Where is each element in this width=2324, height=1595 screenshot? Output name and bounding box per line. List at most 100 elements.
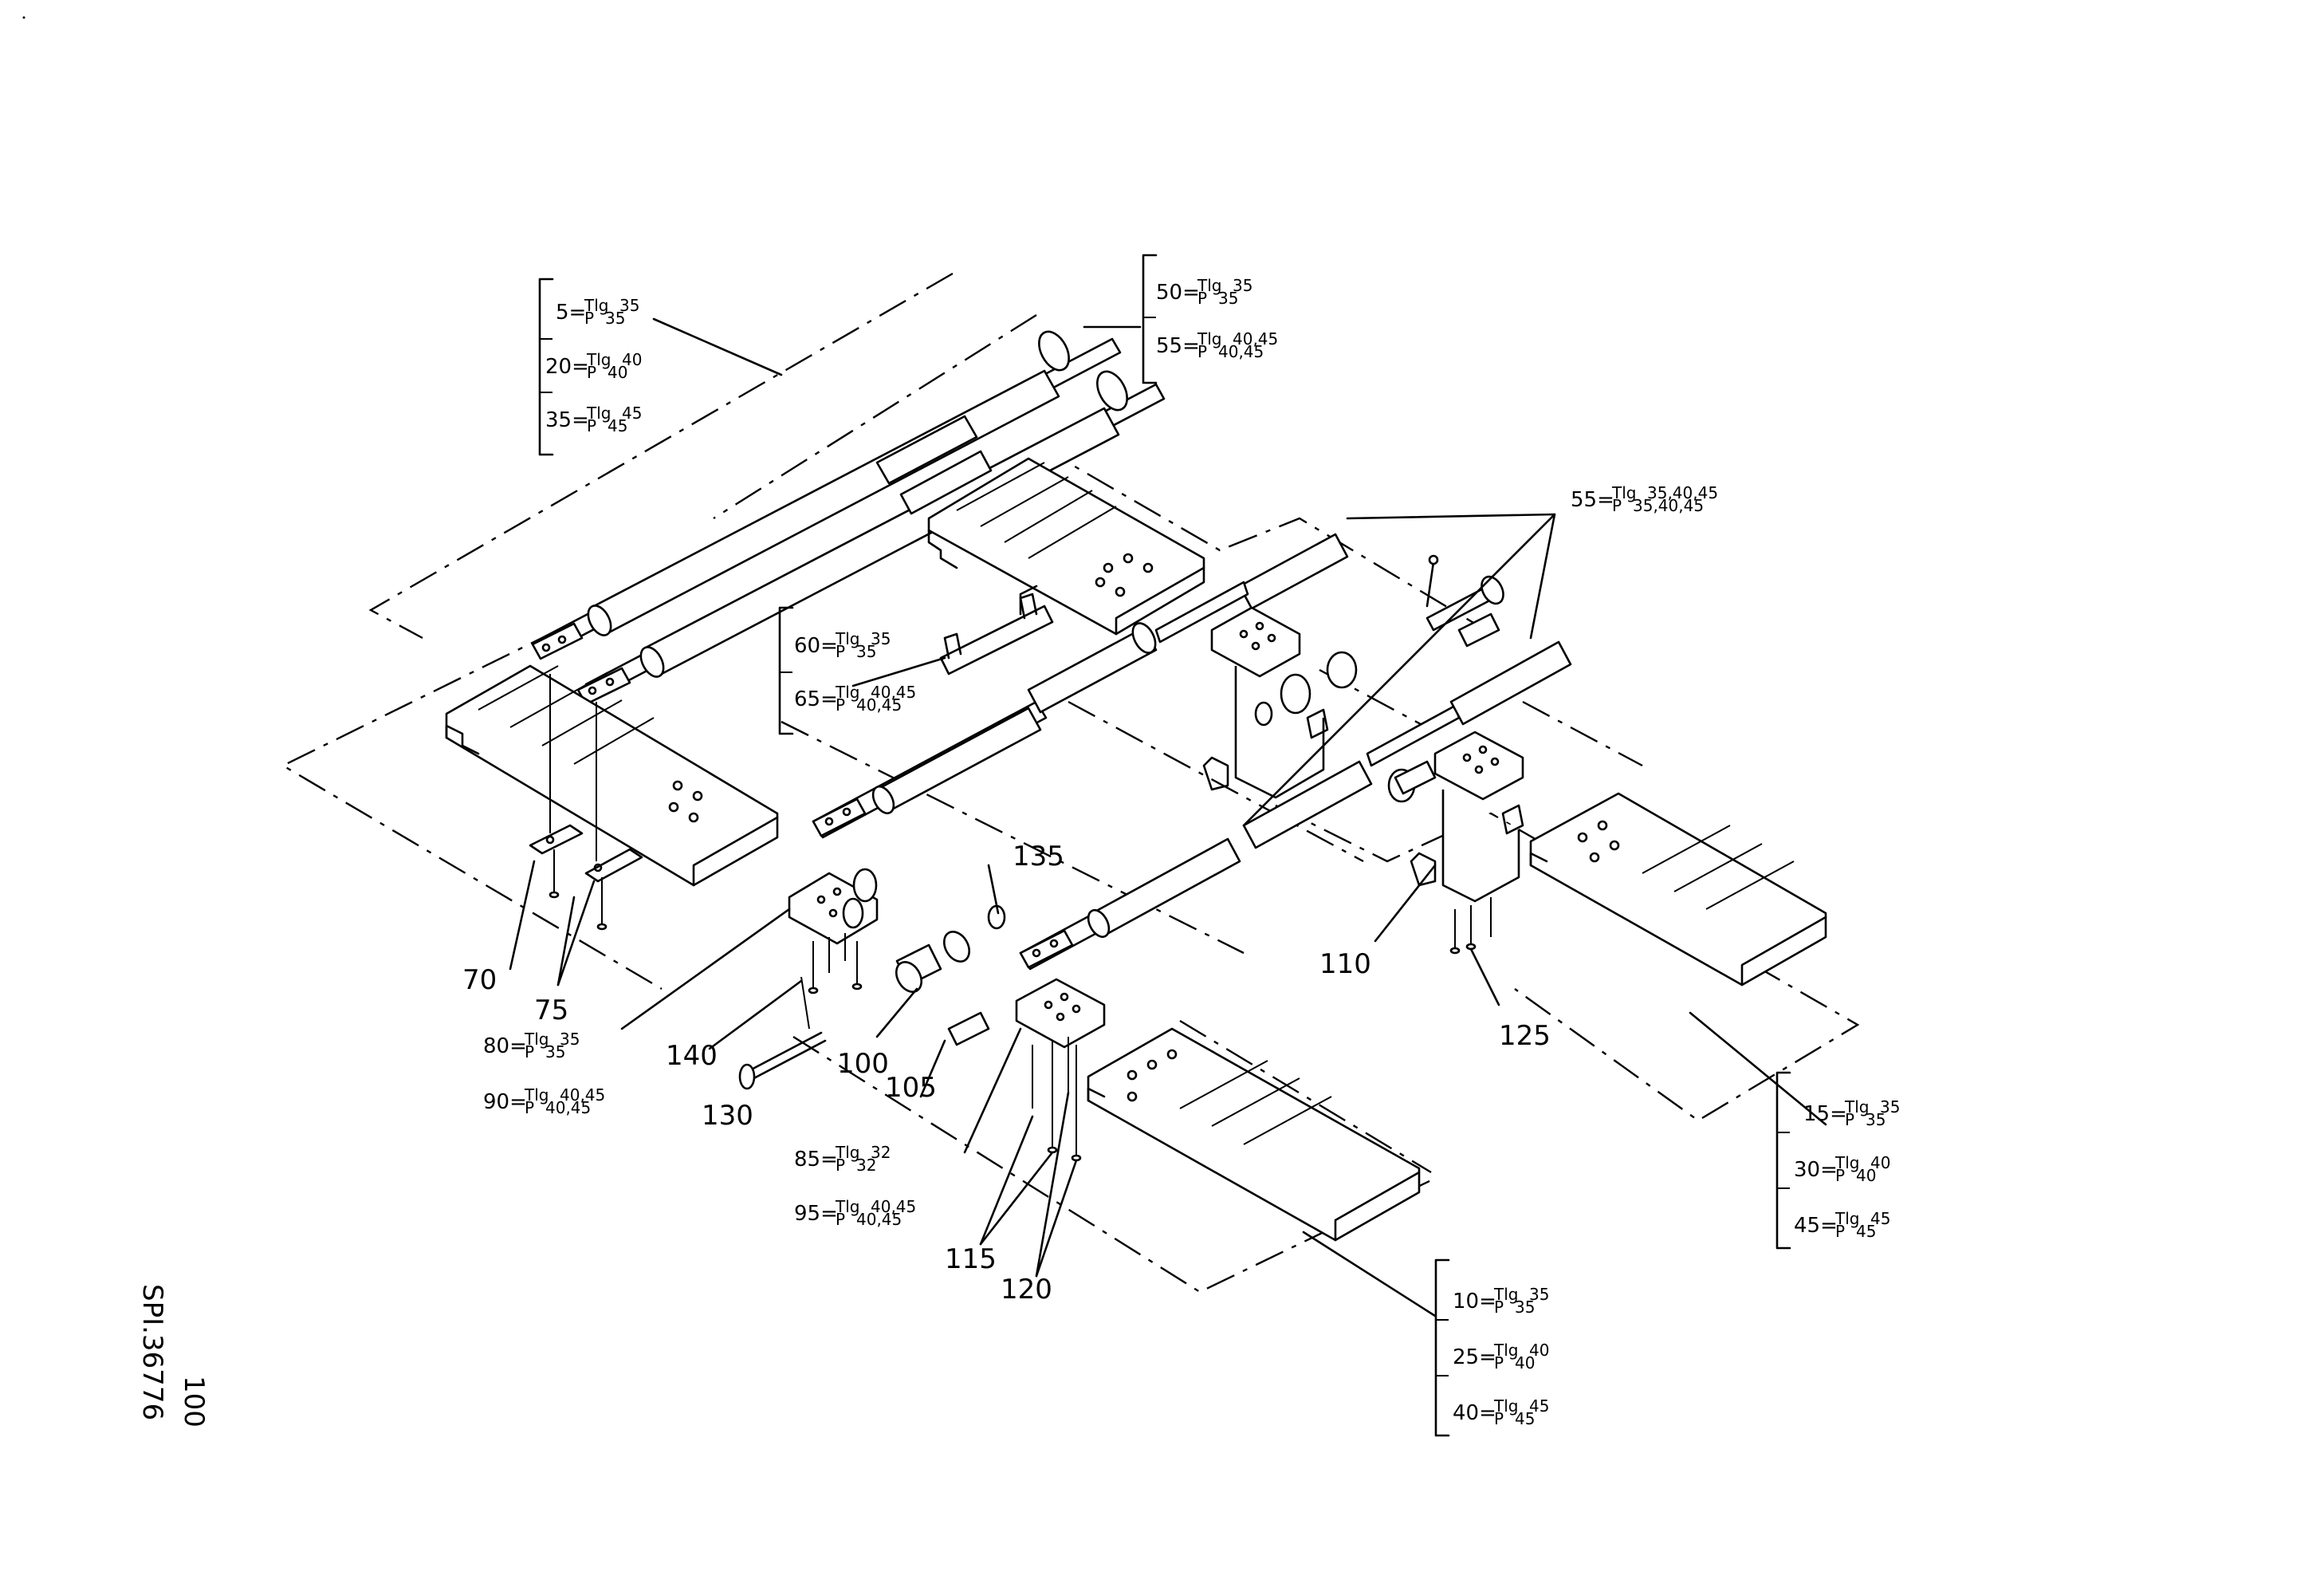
tlg-label: Tlg	[835, 683, 859, 702]
p-label: P	[836, 1210, 845, 1229]
tlg-value: 45	[1870, 1209, 1890, 1228]
tlg-value: 40,45	[871, 683, 916, 702]
item-number: 10=	[1453, 1290, 1496, 1313]
p-value: 40,45	[1218, 342, 1264, 361]
p-value: 35	[1218, 289, 1238, 308]
tlg-value: 40,45	[871, 1197, 916, 1216]
p-label: P	[836, 1156, 845, 1175]
callout-70: 70	[462, 964, 497, 996]
p-value: 32	[856, 1156, 876, 1175]
tlg-label: Tlg	[1493, 1285, 1518, 1304]
p-label: P	[587, 363, 596, 382]
p-value: 40	[1856, 1166, 1876, 1185]
p-value: 45	[1515, 1409, 1535, 1428]
rod-assembly-center	[812, 533, 1349, 839]
clamp-plates-left	[529, 674, 643, 931]
p-label: P	[1845, 1110, 1854, 1129]
tlg-label: Tlg	[524, 1085, 549, 1105]
tlg-value: 40	[1870, 1153, 1890, 1172]
item-number: 45=	[1794, 1214, 1838, 1238]
tlg-value: 40,45	[1233, 329, 1278, 349]
p-value: 40	[1515, 1353, 1535, 1372]
tlg-value: 40	[622, 350, 642, 369]
tlg-label: Tlg	[1844, 1097, 1869, 1116]
tlg-value: 32	[871, 1143, 891, 1162]
item-number: 80=	[483, 1034, 527, 1058]
p-value: 35,40,45	[1633, 496, 1704, 515]
stray-dot	[22, 16, 26, 19]
tlg-label: Tlg	[1493, 1396, 1518, 1416]
p-value: 40,45	[856, 695, 902, 715]
p-label: P	[1197, 289, 1207, 308]
p-value: 40,45	[856, 1210, 902, 1229]
track-plate-left	[445, 664, 779, 887]
tlg-value: 45	[1529, 1396, 1549, 1416]
callout-105: 105	[885, 1072, 937, 1104]
p-value: 35	[856, 642, 876, 661]
tlg-label: Tlg	[586, 350, 611, 369]
p-label: P	[525, 1042, 534, 1061]
item-number: 65=	[794, 687, 838, 711]
item-number: 5=	[556, 301, 586, 325]
p-label: P	[525, 1098, 534, 1117]
p-value: 45	[608, 416, 627, 435]
p-label: P	[1835, 1166, 1845, 1185]
support-clip	[939, 585, 1054, 675]
p-label: P	[1197, 342, 1207, 361]
p-label: P	[1612, 496, 1622, 515]
item-number: 30=	[1794, 1158, 1838, 1182]
callout-125: 125	[1499, 1020, 1551, 1052]
track-plate-upper	[927, 457, 1205, 636]
p-label: P	[836, 695, 845, 715]
item-number: 55=	[1156, 334, 1200, 358]
p-value: 40,45	[545, 1098, 591, 1117]
tlg-value: 35	[871, 629, 891, 648]
p-label: P	[1494, 1298, 1504, 1317]
tlg-label: Tlg	[1834, 1209, 1859, 1228]
callout-120: 120	[1001, 1274, 1052, 1306]
item-number: 20=	[545, 355, 589, 379]
small-parts	[738, 760, 1437, 1090]
callout-numbers: 70 75 100 105 110 115 120 125 130 135 14…	[462, 841, 1551, 1306]
item-number: 60=	[794, 634, 838, 658]
tlg-value: 35	[1880, 1097, 1900, 1116]
p-label: P	[1494, 1353, 1504, 1372]
item-number: 50=	[1156, 281, 1200, 305]
tlg-value: 35	[619, 296, 639, 315]
item-number: 40=	[1453, 1401, 1496, 1425]
callout-115: 115	[945, 1243, 997, 1275]
tlg-label: Tlg	[1197, 276, 1221, 295]
p-value: 45	[1856, 1222, 1876, 1241]
callout-130: 130	[702, 1100, 753, 1132]
tlg-label: Tlg	[835, 1197, 859, 1216]
p-value: 40	[608, 363, 627, 382]
page-number: 100	[178, 1376, 210, 1428]
p-label: P	[587, 416, 596, 435]
item-number: 90=	[483, 1090, 527, 1114]
tlg-label: Tlg	[1493, 1341, 1518, 1360]
hinge-bracket-center-top	[1202, 606, 1358, 799]
callout-100: 100	[837, 1048, 889, 1080]
item-number: 25=	[1453, 1345, 1496, 1369]
p-label: P	[584, 309, 594, 328]
tlg-label: Tlg	[835, 629, 859, 648]
callout-75: 75	[534, 994, 568, 1026]
hinge-bracket-right	[1387, 731, 1524, 955]
tlg-label: Tlg	[584, 296, 608, 315]
tlg-value: 40,45	[560, 1085, 605, 1105]
tlg-label: Tlg	[1834, 1153, 1859, 1172]
callout-135: 135	[1013, 841, 1064, 872]
